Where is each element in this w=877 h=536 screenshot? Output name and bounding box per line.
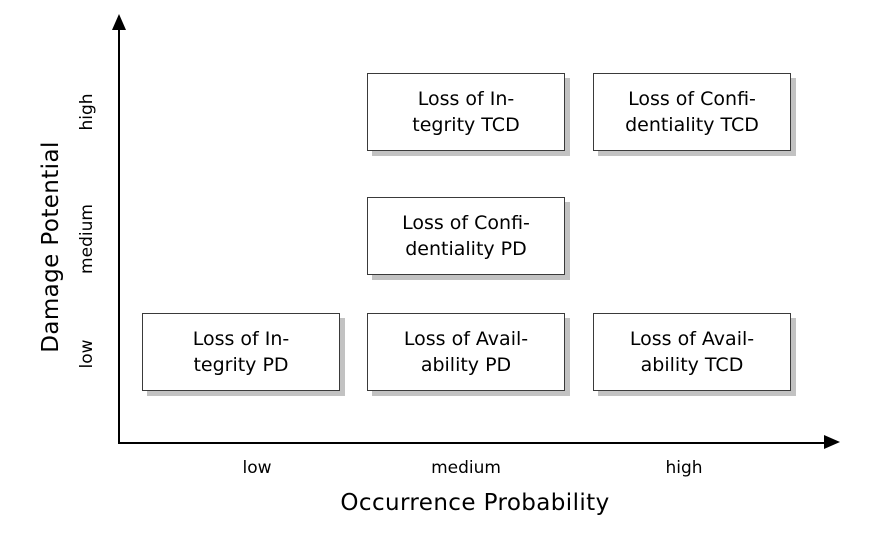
matrix-cell-line: Loss of Confi- bbox=[402, 211, 530, 234]
arrow-up-icon bbox=[112, 14, 126, 30]
x-axis-line bbox=[118, 442, 832, 444]
matrix-cell-line: Loss of Avail- bbox=[629, 327, 755, 350]
y-tick-high: high bbox=[77, 93, 97, 131]
y-tick-low: low bbox=[77, 339, 97, 369]
matrix-cell-line: Loss of Avail- bbox=[403, 327, 529, 350]
matrix-cell-line: dentiality TCD bbox=[625, 114, 759, 136]
y-axis-line bbox=[118, 26, 120, 444]
matrix-cell-line: dentiality PD bbox=[405, 238, 527, 260]
matrix-cell-integrity-pd: Loss of In- tegrity PD bbox=[142, 313, 340, 391]
matrix-cell-line: Loss of In- bbox=[192, 327, 290, 350]
matrix-cell-line: ability TCD bbox=[640, 354, 744, 376]
x-axis-title: Occurrence Probability bbox=[340, 490, 610, 516]
y-tick-medium: medium bbox=[77, 204, 97, 274]
matrix-cell-confidentiality-pd: Loss of Confi- dentiality PD bbox=[367, 197, 565, 275]
x-tick-medium: medium bbox=[431, 458, 501, 478]
matrix-cell-integrity-tcd: Loss of In- tegrity TCD bbox=[367, 73, 565, 151]
matrix-cell-availability-pd: Loss of Avail- ability PD bbox=[367, 313, 565, 391]
x-tick-low: low bbox=[242, 458, 272, 478]
matrix-cell-availability-tcd: Loss of Avail- ability TCD bbox=[593, 313, 791, 391]
x-tick-high: high bbox=[665, 458, 703, 478]
matrix-cell-line: ability PD bbox=[420, 354, 512, 376]
matrix-cell-confidentiality-tcd: Loss of Confi- dentiality TCD bbox=[593, 73, 791, 151]
matrix-cell-line: Loss of In- bbox=[417, 87, 515, 110]
matrix-cell-line: tegrity PD bbox=[193, 354, 289, 376]
matrix-cell-line: Loss of Confi- bbox=[628, 87, 756, 110]
arrow-right-icon bbox=[824, 435, 840, 449]
matrix-cell-line: tegrity TCD bbox=[412, 114, 520, 136]
y-axis-title: Damage Potential bbox=[38, 141, 64, 353]
